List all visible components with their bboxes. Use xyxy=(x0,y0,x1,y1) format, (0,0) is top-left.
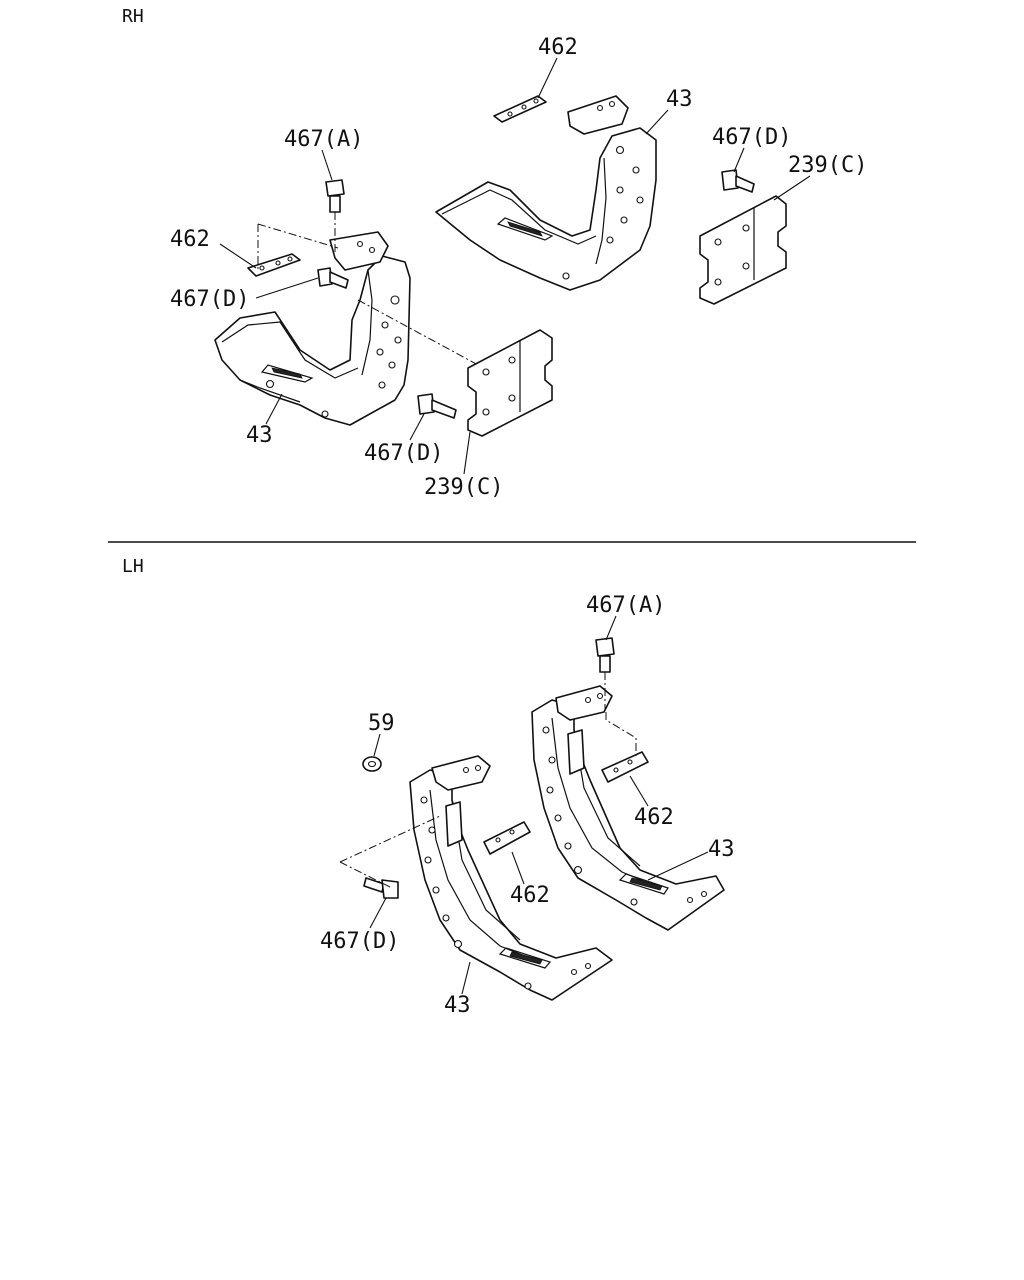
rh-callout-462-top: 462 xyxy=(538,35,578,60)
lh-bolt-467d xyxy=(363,877,399,899)
rh-callout-239c-bottom: 239(C) xyxy=(424,475,503,500)
rh-leader-43-top xyxy=(645,109,669,135)
rh-left-dashline-b xyxy=(357,299,481,367)
lh-bolt-467a xyxy=(595,637,615,710)
rh-leader-467d-left xyxy=(255,277,319,299)
rh-leader-467d-bottom xyxy=(409,413,425,441)
lh-callout-462-center: 462 xyxy=(510,883,550,908)
lh-callout-43-right: 43 xyxy=(708,837,735,862)
rh-callout-467a: 467(A) xyxy=(284,127,363,152)
rh-callout-43-bottom: 43 xyxy=(246,423,273,448)
rh-leader-467d-right xyxy=(733,147,745,173)
lh-leader-59 xyxy=(373,733,381,757)
lh-leader-462-center xyxy=(511,851,525,885)
lh-leader-467a xyxy=(605,615,617,641)
lh-callout-59: 59 xyxy=(368,711,395,736)
lh-leader-462-right xyxy=(629,775,649,807)
rh-leader-462-left xyxy=(219,243,257,269)
lh-callout-462-right: 462 xyxy=(634,805,674,830)
lh-callout-43-bottom: 43 xyxy=(444,993,471,1018)
rh-plate-239c-right xyxy=(699,195,787,305)
rh-callout-462-left: 462 xyxy=(170,227,210,252)
lh-leader-467d xyxy=(369,897,387,929)
rh-plate-462-top xyxy=(493,95,547,123)
lh-plate-462-right xyxy=(601,751,649,783)
rh-bolt-467d-right xyxy=(721,169,755,193)
lh-nut-59 xyxy=(362,756,382,772)
lh-plate-462-center xyxy=(483,821,531,855)
rh-leader-43-bottom xyxy=(265,393,283,425)
rh-bolt-467d-left xyxy=(317,267,349,289)
rh-bracket-43-left xyxy=(214,231,411,426)
lh-bracket-43-left xyxy=(409,755,613,1001)
rh-callout-467d-right: 467(D) xyxy=(712,125,791,150)
lh-callout-467a: 467(A) xyxy=(586,593,665,618)
rh-bolt-467a xyxy=(325,179,345,255)
rh-plate-239c-bottom xyxy=(467,329,553,437)
lh-right-dashline xyxy=(605,712,637,758)
lh-left-dashline xyxy=(339,815,441,889)
rh-bracket-43-right xyxy=(435,95,657,291)
rh-callout-467d-bottom: 467(D) xyxy=(364,441,443,466)
rh-callout-43-top: 43 xyxy=(666,87,693,112)
rh-left-dashline-a xyxy=(257,223,339,270)
lh-leader-43-right xyxy=(647,851,709,881)
rh-leader-467a xyxy=(321,149,333,181)
rh-leader-462-top xyxy=(537,57,558,99)
section-label-rh: RH xyxy=(122,6,144,27)
rh-plate-462-left xyxy=(247,253,301,277)
lh-leader-43-bottom xyxy=(461,961,471,995)
rh-bolt-467d-bottom xyxy=(417,393,457,419)
rh-leader-239c-bottom xyxy=(463,431,471,475)
rh-callout-467d-left: 467(D) xyxy=(170,287,249,312)
section-label-lh: LH xyxy=(122,556,144,577)
rh-leader-239c-right xyxy=(773,175,811,201)
lh-callout-467d: 467(D) xyxy=(320,929,399,954)
lh-bracket-43-right xyxy=(531,685,725,931)
rh-callout-239c-right: 239(C) xyxy=(788,153,867,178)
